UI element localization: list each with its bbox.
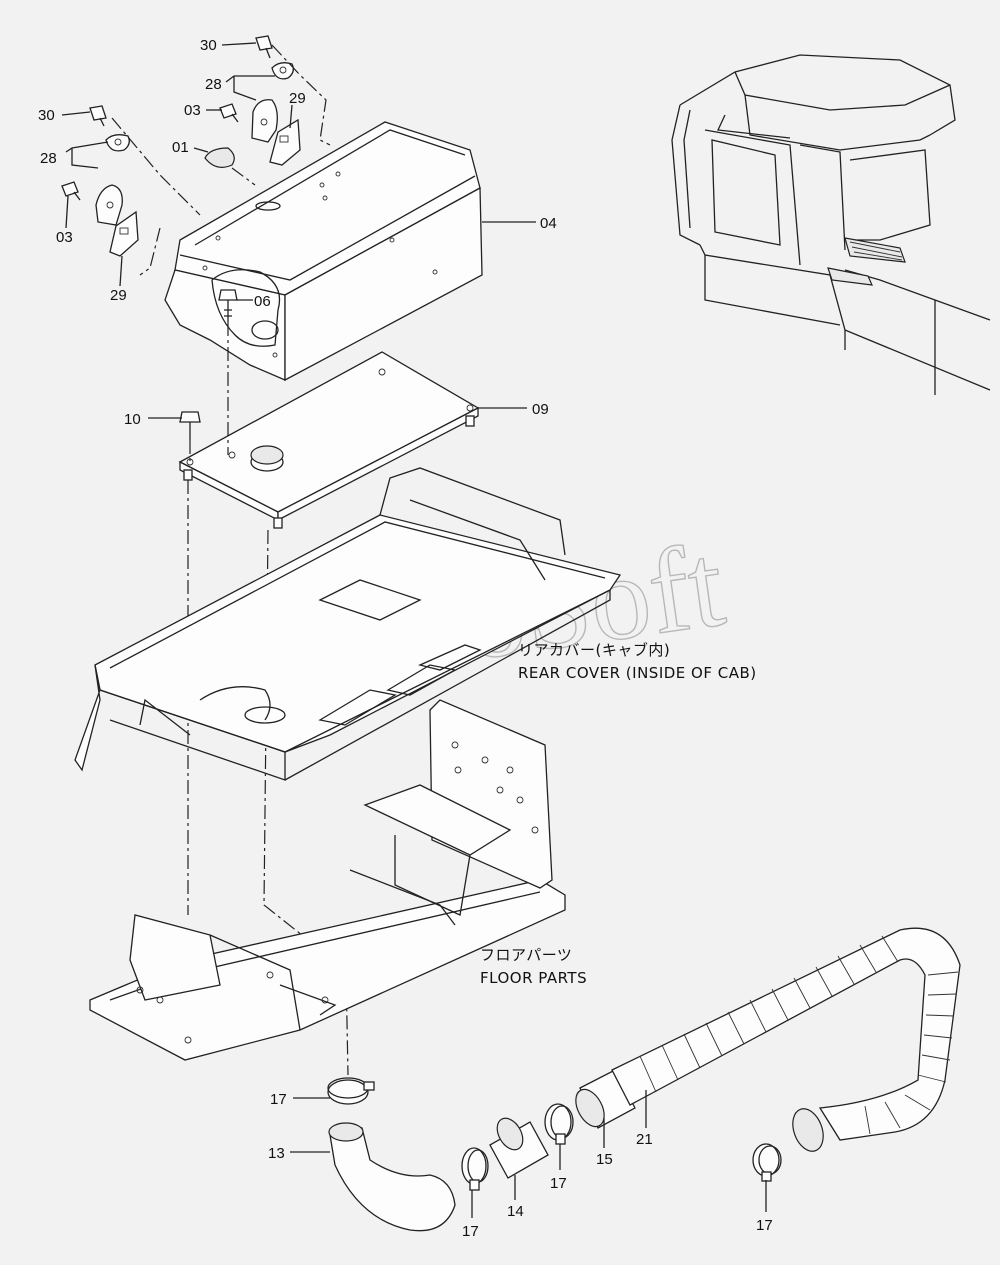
pipe-14 xyxy=(489,1117,549,1179)
hinge-hardware-lower xyxy=(61,105,139,257)
callout-29-upper: 29 xyxy=(289,90,306,107)
callout-17-right: 17 xyxy=(756,1217,773,1234)
callout-10: 10 xyxy=(124,411,141,428)
elbow-hose-13 xyxy=(328,1122,456,1232)
callout-29-lower: 29 xyxy=(110,287,127,304)
callout-13: 13 xyxy=(268,1145,285,1162)
callout-09: 09 xyxy=(532,401,549,418)
floor-parts-caption-en: FLOOR PARTS xyxy=(480,969,587,987)
callout-14: 14 xyxy=(507,1203,524,1220)
rear-cover-caption-en: REAR COVER (INSIDE OF CAB) xyxy=(518,664,757,682)
callout-17-left: 17 xyxy=(462,1223,479,1240)
hose-clamp-17-left xyxy=(461,1147,489,1191)
hose-clamp-17-mid xyxy=(544,1103,574,1145)
floor-parts-frame xyxy=(89,699,566,1061)
rear-cover-box xyxy=(164,121,483,382)
bolt-10 xyxy=(179,411,201,440)
hose-clamp-17-right xyxy=(752,1143,782,1182)
bolt-06 xyxy=(218,289,238,322)
callout-21: 21 xyxy=(636,1131,653,1148)
callout-15: 15 xyxy=(596,1151,613,1168)
callout-30-upper: 30 xyxy=(200,37,217,54)
callout-17-top: 17 xyxy=(270,1091,287,1108)
leader-lines xyxy=(61,42,767,1218)
callout-04: 04 xyxy=(540,215,557,232)
hose-clamp-17-top xyxy=(327,1077,375,1105)
floor-parts-caption-jp: フロアパーツ xyxy=(480,946,572,964)
callout-01: 01 xyxy=(172,139,189,156)
callout-03-upper: 03 xyxy=(184,102,201,119)
cab-inset-illustration xyxy=(671,54,991,395)
callout-labels: 30 28 03 29 01 30 28 03 29 04 06 10 09 1… xyxy=(38,37,773,1240)
callout-28-lower: 28 xyxy=(40,150,57,167)
callout-28-upper: 28 xyxy=(205,76,222,93)
callout-06: 06 xyxy=(254,293,271,310)
callout-03-lower: 03 xyxy=(56,229,73,246)
flex-hose-21 xyxy=(611,927,961,1152)
callout-30-lower: 30 xyxy=(38,107,55,124)
cab-floor-frame xyxy=(74,467,622,781)
callout-17-mid: 17 xyxy=(550,1175,567,1192)
base-plate xyxy=(178,351,480,529)
section-captions: リアカバー(キャブ内) REAR COVER (INSIDE OF CAB) フ… xyxy=(480,641,757,987)
rear-cover-caption-jp: リアカバー(キャブ内) xyxy=(518,641,670,659)
hinge-hardware-upper xyxy=(204,35,301,168)
